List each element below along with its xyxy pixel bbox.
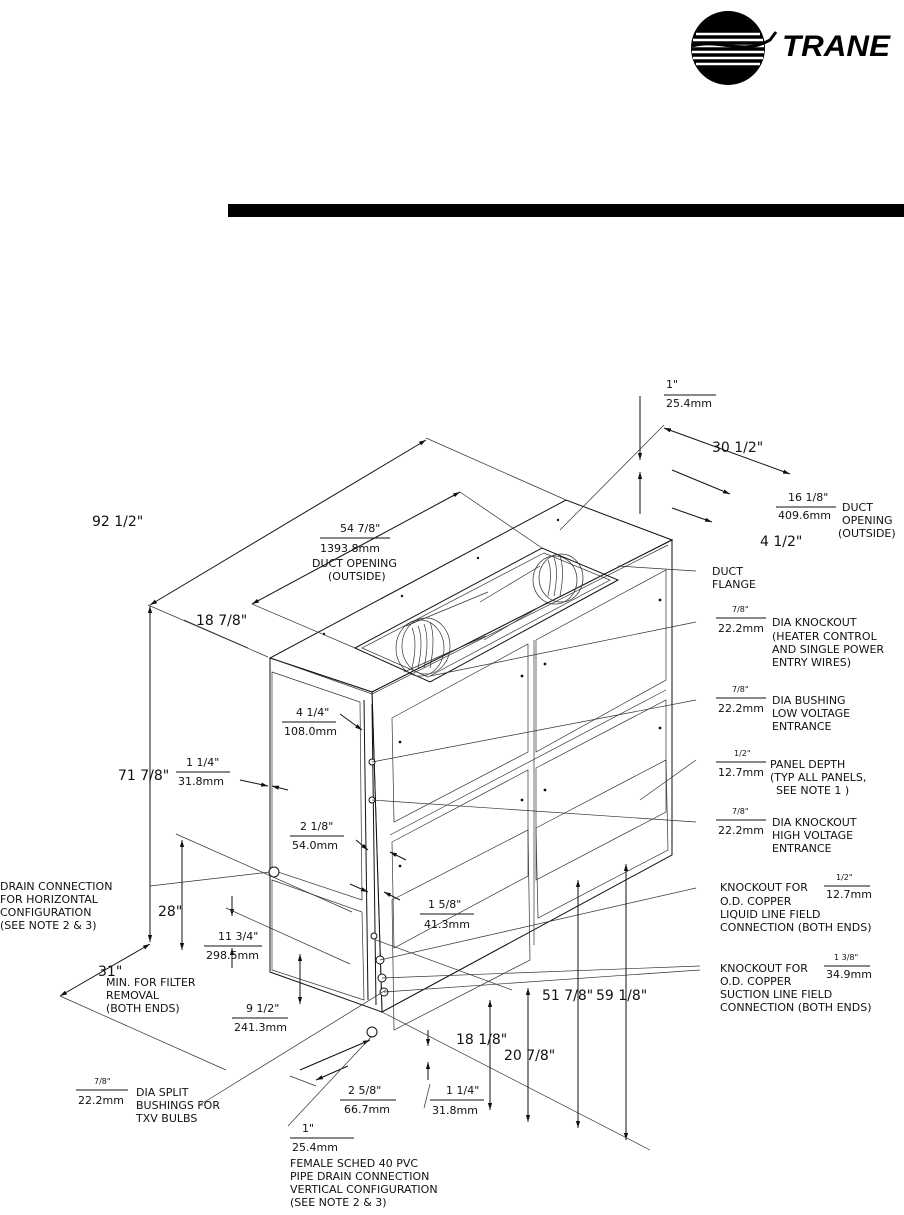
dim-20-7-8: 20 7/8": [504, 1048, 555, 1064]
pvc-mm: 25.4mm: [292, 1141, 338, 1154]
dim-1-5-8-mm: 41.3mm: [424, 918, 470, 931]
pvc-label-3: VERTICAL CONFIGURATION: [290, 1183, 438, 1196]
liquid-in: 1/2": [836, 873, 853, 882]
liquid-label-3: LIQUID LINE FIELD: [720, 908, 820, 921]
liquid-label-4: CONNECTION (BOTH ENDS): [720, 921, 872, 934]
logo-globe-icon: [691, 11, 765, 85]
ko2-label-1: DIA BUSHING: [772, 694, 846, 707]
dim-9-1-2-mm: 241.3mm: [234, 1021, 287, 1034]
dim-1-1-4-mm: 31.8mm: [178, 775, 224, 788]
dim-2-1-8-in: 2 1/8": [300, 820, 333, 833]
dim-11-3-4-mm: 298.5mm: [206, 949, 259, 962]
dim-28: 28": [158, 904, 182, 920]
dim-duct-width-in: 16 1/8": [788, 491, 828, 504]
dim-31: 31": [98, 964, 122, 980]
dim-1-5-8-in: 1 5/8": [428, 898, 461, 911]
panel-depth-in: 1/2": [734, 749, 751, 758]
ko1-label-3: AND SINGLE POWER: [772, 643, 884, 656]
duct-opening-label: DUCT OPENING: [312, 557, 397, 570]
dim-18-1-8: 18 1/8": [456, 1032, 507, 1048]
ko2-label-3: ENTRANCE: [772, 720, 832, 733]
dimension-labels: 92 1/2" 54 7/8" 1393.8mm DUCT OPENING (O…: [0, 378, 896, 1209]
suction-label-1: KNOCKOUT FOR: [720, 962, 808, 975]
split-label-1: DIA SPLIT: [136, 1086, 189, 1099]
dim-duct-width-mm: 409.6mm: [778, 509, 831, 522]
dim-1-1-4-in: 1 1/4": [186, 756, 219, 769]
ko3-mm: 22.2mm: [718, 824, 764, 837]
filter-label-1: MIN. FOR FILTER: [106, 976, 196, 989]
drain-label-3: CONFIGURATION: [0, 906, 91, 919]
dim-flange-in: 1": [666, 378, 678, 391]
dim-height: 71 7/8": [118, 768, 169, 784]
pvc-label-2: PIPE DRAIN CONNECTION: [290, 1170, 429, 1183]
split-mm: 22.2mm: [78, 1094, 124, 1107]
dim-1-1-4b-mm: 31.8mm: [432, 1104, 478, 1117]
ko2-in: 7/8": [732, 685, 749, 694]
split-label-3: TXV BULBS: [135, 1112, 197, 1125]
duct-opening-outside: (OUTSIDE): [328, 570, 386, 583]
dimension-lines: [59, 396, 791, 1151]
pvc-label-4: (SEE NOTE 2 & 3): [290, 1196, 387, 1209]
dim-2-5-8-mm: 66.7mm: [344, 1103, 390, 1116]
dim-duct-length-mm: 1393.8mm: [320, 542, 380, 555]
liquid-label-1: KNOCKOUT FOR: [720, 881, 808, 894]
duct-width-label-2: OPENING: [842, 514, 892, 527]
dim-4-1-2: 4 1/2": [760, 534, 802, 550]
ko1-label-4: ENTRY WIRES): [772, 656, 851, 669]
drain-label-4: (SEE NOTE 2 & 3): [0, 919, 97, 932]
split-label-2: BUSHINGS FOR: [136, 1099, 220, 1112]
suction-label-4: CONNECTION (BOTH ENDS): [720, 1001, 872, 1014]
pvc-label-1: FEMALE SCHED 40 PVC: [290, 1157, 418, 1170]
trane-logo: TRANE: [691, 11, 891, 85]
suction-mm: 34.9mm: [826, 968, 872, 981]
ko2-mm: 22.2mm: [718, 702, 764, 715]
dim-duct-length-in: 54 7/8": [340, 522, 380, 535]
panel-depth-mm: 12.7mm: [718, 766, 764, 779]
suction-label-2: O.D. COPPER: [720, 975, 792, 988]
ko3-label-3: ENTRANCE: [772, 842, 832, 855]
suction-in: 1 3/8": [834, 953, 858, 962]
ko3-label-2: HIGH VOLTAGE: [772, 829, 853, 842]
dim-4-1-4-mm: 108.0mm: [284, 725, 337, 738]
liquid-mm: 12.7mm: [826, 888, 872, 901]
panel-depth-label-1: PANEL DEPTH: [770, 758, 845, 771]
dim-2-1-8-mm: 54.0mm: [292, 839, 338, 852]
duct-width-label-1: DUCT: [842, 501, 873, 514]
panel-depth-label-3: SEE NOTE 1 ): [776, 784, 849, 797]
ko1-in: 7/8": [732, 605, 749, 614]
header-rule: [228, 204, 904, 217]
dim-9-1-2-in: 9 1/2": [246, 1002, 279, 1015]
dim-2-5-8-in: 2 5/8": [348, 1084, 381, 1097]
filter-label-3: (BOTH ENDS): [106, 1002, 180, 1015]
dim-51-7-8: 51 7/8": [542, 988, 593, 1004]
dim-width: 30 1/2": [712, 440, 763, 456]
dim-18-7-8: 18 7/8": [196, 613, 247, 629]
drain-label-2: FOR HORIZONTAL: [0, 893, 99, 906]
ko1-label-1: DIA KNOCKOUT: [772, 616, 857, 629]
ko1-mm: 22.2mm: [718, 622, 764, 635]
liquid-label-2: O.D. COPPER: [720, 895, 792, 908]
ko1-label-2: (HEATER CONTROL: [772, 630, 878, 643]
ko2-label-2: LOW VOLTAGE: [772, 707, 850, 720]
duct-flange-label-2: FLANGE: [712, 578, 756, 591]
ko3-in: 7/8": [732, 807, 749, 816]
dim-flange-mm: 25.4mm: [666, 397, 712, 410]
dim-overall-length: 92 1/2": [92, 514, 143, 530]
dim-59-1-8: 59 1/8": [596, 988, 647, 1004]
panel-depth-label-2: (TYP ALL PANELS,: [770, 771, 866, 784]
logo-text: TRANE: [782, 30, 891, 63]
duct-width-label-3: (OUTSIDE): [838, 527, 896, 540]
drain-label-1: DRAIN CONNECTION: [0, 880, 112, 893]
air-handler-cabinet: [268, 499, 674, 1038]
suction-label-3: SUCTION LINE FIELD: [720, 988, 832, 1001]
split-in: 7/8": [94, 1077, 111, 1086]
dim-11-3-4-in: 11 3/4": [218, 930, 258, 943]
ko3-label-1: DIA KNOCKOUT: [772, 816, 857, 829]
duct-flange-label-1: DUCT: [712, 565, 743, 578]
pvc-in: 1": [302, 1122, 314, 1135]
filter-label-2: REMOVAL: [106, 989, 160, 1002]
dim-1-1-4b-in: 1 1/4": [446, 1084, 479, 1097]
dim-4-1-4-in: 4 1/4": [296, 706, 329, 719]
